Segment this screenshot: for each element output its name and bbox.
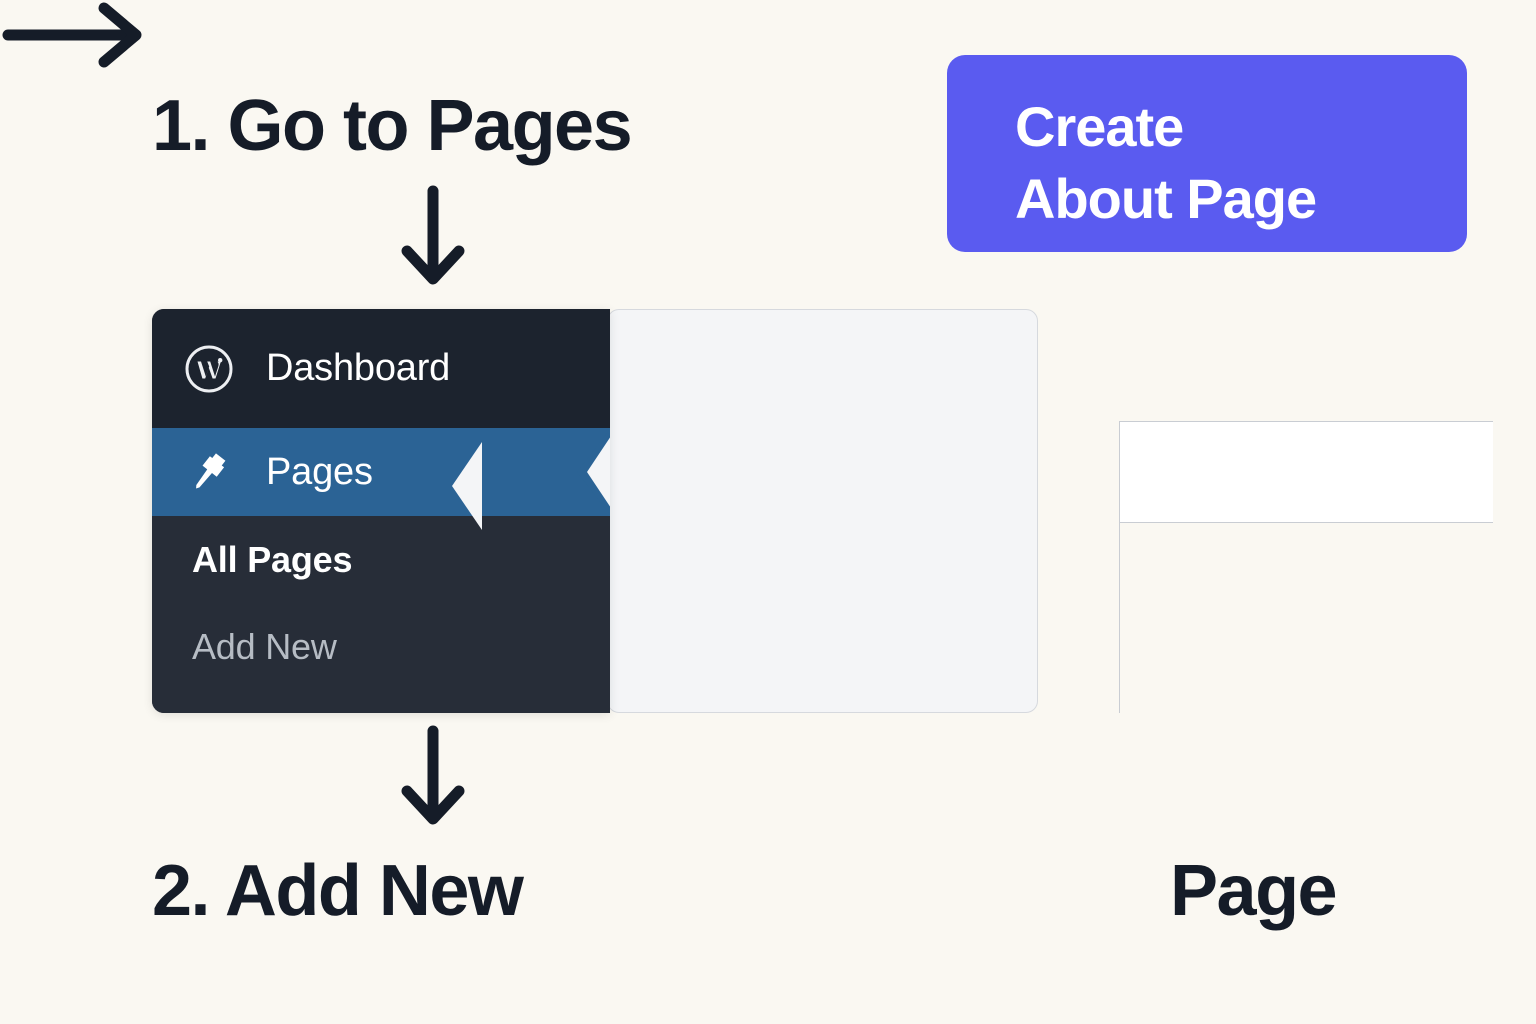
sidebar-subitem-all-pages-label: All Pages — [192, 539, 353, 580]
sidebar-subitem-add-new[interactable]: Add New — [152, 604, 610, 713]
wordpress-logo-icon — [184, 344, 238, 394]
step-2-heading: 2. Add New — [152, 851, 524, 931]
content-panel — [607, 309, 1493, 713]
arrow-right-icon — [0, 0, 1536, 75]
sidebar-item-pages[interactable]: Pages — [152, 428, 610, 516]
cta-line-1: Create — [1015, 95, 1184, 158]
cta-line-2: About Page — [1015, 166, 1317, 230]
sidebar-subitem-add-new-label: Add New — [192, 626, 337, 667]
content-panel-row-highlight — [1119, 421, 1493, 523]
pin-icon — [184, 447, 238, 497]
content-panel-divider — [1119, 421, 1120, 713]
admin-sidebar: Dashboard Pages — [152, 309, 610, 713]
sidebar-item-dashboard-label: Dashboard — [266, 347, 451, 389]
create-about-page-button[interactable]: Create About Page — [947, 55, 1467, 252]
wordpress-admin-mock: Dashboard Pages — [152, 309, 1493, 713]
sidebar-subitem-all-pages[interactable]: All Pages — [152, 516, 610, 604]
arrow-down-icon — [398, 725, 468, 835]
sidebar-item-pages-label: Pages — [266, 450, 373, 493]
sidebar-item-dashboard[interactable]: Dashboard — [152, 309, 610, 428]
arrow-down-icon — [398, 185, 468, 295]
tail-word-page: Page — [1170, 851, 1338, 931]
step-1-heading: 1. Go to Pages — [152, 86, 633, 166]
active-item-notch — [577, 428, 610, 516]
